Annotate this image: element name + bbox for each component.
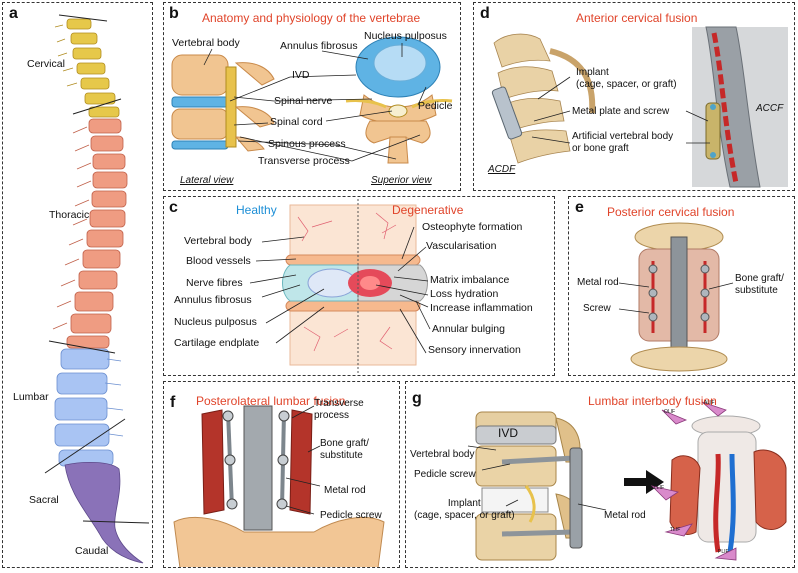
artificial-line-2: or bone graft bbox=[572, 142, 629, 154]
lumbar-vertebrae bbox=[54, 348, 124, 467]
g-label-implant: Implant (cage, spacer, or graft) bbox=[414, 498, 515, 521]
c-label-nerve-fibres: Nerve fibres bbox=[186, 277, 243, 289]
degenerative-heading: Degenerative bbox=[392, 203, 464, 217]
f-graft-line-2: substitute bbox=[320, 449, 363, 461]
g-label-ivd: IVD bbox=[498, 426, 519, 440]
c-label-nucleus-pulposus: Nucleus pulposus bbox=[174, 316, 257, 328]
vertebra-illustration bbox=[171, 36, 453, 164]
panel-a-spine-regions: a Cervical Thoracic Lumbar Sacral Caudal bbox=[2, 2, 153, 568]
panel-d-anterior-cervical-fusion: d Anterior cervical fusion Implant (cage… bbox=[473, 2, 795, 191]
e-label-screw: Screw bbox=[583, 303, 611, 314]
thoracic-vertebrae bbox=[52, 118, 128, 349]
approach-alif: ALIF bbox=[704, 400, 715, 406]
c-label-annulus-fibrosus: Annulus fibrosus bbox=[174, 294, 252, 306]
panel-f-label: f bbox=[170, 394, 176, 411]
panel-c-disc-degeneration: c Healthy Degenerative Vertebral body Bl… bbox=[163, 196, 555, 376]
graft-line-1: Bone graft/ bbox=[735, 273, 784, 284]
label-spinal-nerve: Spinal nerve bbox=[274, 95, 333, 107]
label-annulus-fibrosus: Annulus fibrosus bbox=[280, 40, 358, 52]
label-pedicle: Pedicle bbox=[418, 100, 453, 112]
region-cervical-label: Cervical bbox=[27, 58, 65, 70]
c-label-increase-inflammation: Increase inflammation bbox=[430, 302, 533, 314]
label-ivd: IVD bbox=[292, 69, 310, 81]
panel-g-label: g bbox=[412, 390, 422, 407]
lumbar-fusion-illustration bbox=[173, 405, 385, 567]
panel-a-label: a bbox=[9, 5, 18, 22]
panel-b-label: b bbox=[169, 5, 179, 22]
d-label-implant: Implant (cage, spacer, or graft) bbox=[576, 67, 677, 90]
panel-e-title: Posterior cervical fusion bbox=[607, 205, 735, 219]
artificial-line-1: Artificial vertebral body bbox=[572, 131, 674, 142]
panel-g-lumbar-interbody-fusion: g Lumbar interbody fusion IVD Vertebral … bbox=[405, 381, 795, 568]
implant-line-1: Implant bbox=[576, 67, 609, 78]
f-label-bone-graft: Bone graft/ substitute bbox=[320, 438, 369, 461]
g-implant-line-2: (cage, spacer, or graft) bbox=[414, 509, 515, 521]
cervical-vertebrae bbox=[54, 18, 120, 118]
c-label-osteophyte-formation: Osteophyte formation bbox=[422, 221, 523, 233]
cervical-fusion-illustration bbox=[491, 26, 788, 188]
panel-d-label: d bbox=[480, 5, 490, 22]
accf-caption: ACCF bbox=[756, 103, 784, 114]
c-label-annular-bulging: Annular bulging bbox=[432, 323, 505, 335]
approach-olif: OLIF bbox=[664, 409, 676, 415]
label-nucleus-pulposus: Nucleus pulposus bbox=[364, 30, 447, 42]
approach-tlif: TLIF bbox=[670, 527, 681, 533]
e-label-bone-graft: Bone graft/ substitute bbox=[735, 273, 784, 296]
region-thoracic-label: Thoracic bbox=[49, 209, 90, 221]
approach-plif: PLIF bbox=[718, 549, 729, 555]
label-transverse-process: Transverse process bbox=[258, 155, 350, 167]
graft-line-2: substitute bbox=[735, 284, 778, 296]
f-label-pedicle-screw: Pedicle screw bbox=[320, 510, 382, 521]
transverse-line-1: Transverse bbox=[314, 398, 364, 409]
f-label-metal-rod: Metal rod bbox=[324, 485, 366, 496]
panel-e-label: e bbox=[575, 199, 584, 216]
panel-e-posterior-cervical-fusion: e Posterior cervical fusion Metal rod Sc… bbox=[568, 196, 795, 376]
d-label-plate-screw: Metal plate and screw bbox=[572, 106, 670, 117]
sacrum-shape bbox=[64, 461, 144, 564]
c-label-vascularisation: Vascularisation bbox=[426, 240, 497, 252]
label-spinous-process: Spinous process bbox=[268, 138, 346, 150]
panel-c-label: c bbox=[169, 199, 178, 216]
label-vertebral-body: Vertebral body bbox=[172, 37, 240, 49]
g-label-metal-rod: Metal rod bbox=[604, 510, 646, 521]
acdf-caption: ACDF bbox=[488, 164, 516, 175]
f-label-transverse-process: Transverse process bbox=[314, 398, 364, 421]
transverse-line-2: process bbox=[314, 409, 350, 421]
c-label-cartilage-endplate: Cartilage endplate bbox=[174, 337, 260, 349]
superior-view-caption: Superior view bbox=[371, 175, 432, 186]
d-label-artificial-body: Artificial vertebral body or bone graft bbox=[572, 131, 673, 154]
region-lumbar-label: Lumbar bbox=[13, 391, 49, 403]
c-label-loss-hydration: Loss hydration bbox=[430, 288, 499, 300]
region-sacral-label: Sacral bbox=[29, 494, 59, 506]
interbody-fusion-illustration bbox=[467, 401, 787, 561]
disc-illustration bbox=[249, 199, 431, 373]
panel-b-vertebra-anatomy: b Anatomy and physiology of the vertebra… bbox=[163, 2, 461, 191]
f-graft-line-1: Bone graft/ bbox=[320, 438, 369, 449]
g-label-vertebral-body: Vertebral body bbox=[410, 449, 475, 460]
lateral-view-caption: Lateral view bbox=[180, 175, 234, 186]
g-implant-line-1: Implant bbox=[447, 498, 481, 509]
c-label-matrix-imbalance: Matrix imbalance bbox=[430, 274, 510, 286]
healthy-heading: Healthy bbox=[236, 203, 277, 217]
label-spinal-cord: Spinal cord bbox=[270, 116, 323, 128]
implant-line-2: (cage, spacer, or graft) bbox=[576, 78, 677, 90]
c-label-vertebral-body: Vertebral body bbox=[184, 235, 252, 247]
panel-b-title: Anatomy and physiology of the vertebrae bbox=[202, 11, 421, 25]
c-label-blood-vessels: Blood vessels bbox=[186, 255, 251, 267]
spine-illustration bbox=[44, 14, 150, 564]
g-label-pedicle-screw: Pedicle screw bbox=[414, 469, 476, 480]
panel-d-title: Anterior cervical fusion bbox=[576, 11, 698, 25]
approach-llif: LLIF bbox=[654, 485, 665, 491]
c-label-sensory-innervation: Sensory innervation bbox=[428, 344, 521, 356]
region-caudal-label: Caudal bbox=[75, 545, 109, 557]
panel-g-title: Lumbar interbody fusion bbox=[588, 394, 717, 408]
panel-f-posterolateral-lumbar-fusion: f Posterolateral lumbar fusion Transvers… bbox=[163, 381, 400, 568]
posterior-fusion-illustration bbox=[618, 222, 734, 372]
panel-f-title: Posterolateral lumbar fusion bbox=[196, 394, 346, 408]
e-label-metal-rod: Metal rod bbox=[577, 277, 619, 288]
